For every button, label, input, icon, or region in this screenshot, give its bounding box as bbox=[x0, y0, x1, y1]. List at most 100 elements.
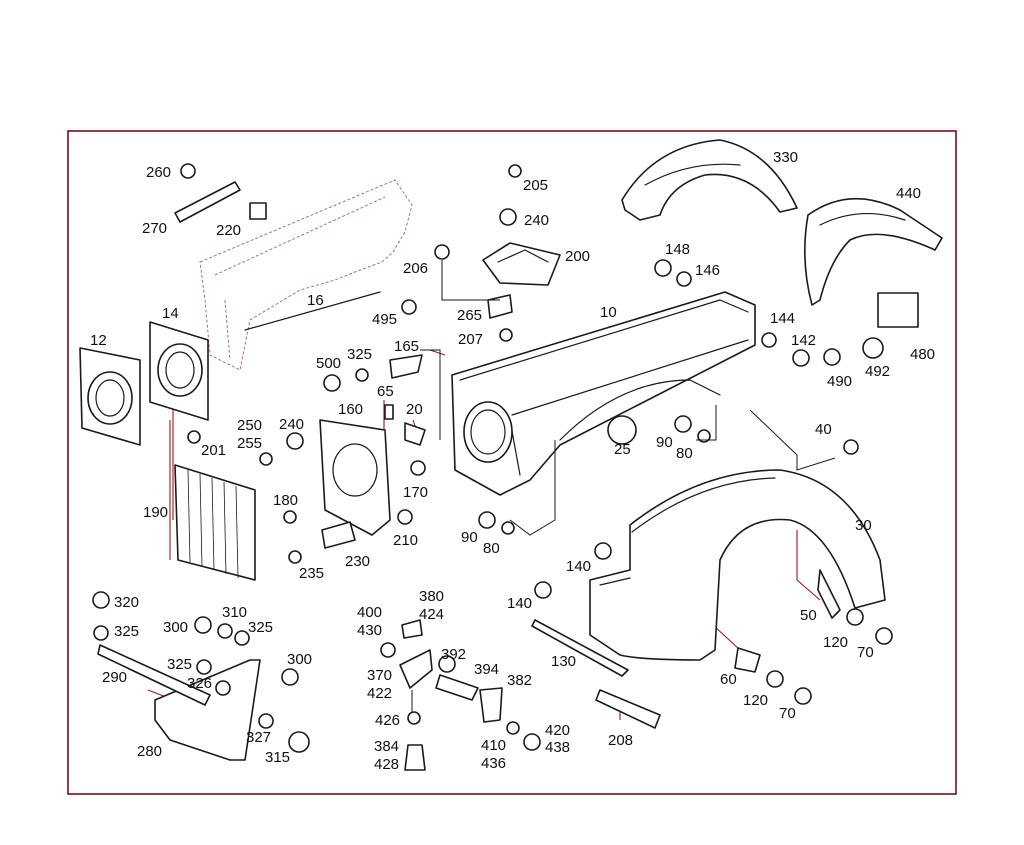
callout-382: 382 bbox=[507, 672, 532, 689]
part-420-nut bbox=[523, 733, 541, 751]
callout-424: 424 bbox=[419, 606, 444, 623]
callout-25: 25 bbox=[614, 441, 631, 458]
callout-240-b: 240 bbox=[279, 416, 304, 433]
callout-400: 400 bbox=[357, 604, 382, 621]
callout-142: 142 bbox=[791, 332, 816, 349]
callout-300-b: 300 bbox=[287, 651, 312, 668]
callout-230: 230 bbox=[345, 553, 370, 570]
bracket-assembly bbox=[399, 649, 503, 723]
part-210-clip bbox=[397, 509, 413, 525]
part-60-bracket bbox=[734, 647, 761, 673]
callout-170: 170 bbox=[403, 484, 428, 501]
callout-16: 16 bbox=[307, 292, 324, 309]
callout-255: 255 bbox=[237, 435, 262, 452]
part-14-lamp-housing bbox=[149, 321, 209, 421]
part-270-strip bbox=[174, 181, 241, 223]
callout-235: 235 bbox=[299, 565, 324, 582]
part-280-mudflap bbox=[154, 659, 261, 761]
callout-146: 146 bbox=[695, 262, 720, 279]
callout-80-b: 80 bbox=[483, 540, 500, 557]
part-220-clip bbox=[249, 202, 267, 220]
callout-70-a: 70 bbox=[857, 644, 874, 661]
part-325-washer-c bbox=[234, 630, 250, 646]
callout-480: 480 bbox=[910, 346, 935, 363]
callout-325-c: 325 bbox=[248, 619, 273, 636]
callout-210: 210 bbox=[393, 532, 418, 549]
part-170-clip bbox=[410, 460, 426, 476]
part-426-washer bbox=[407, 711, 421, 725]
callout-10: 10 bbox=[600, 304, 617, 321]
part-440-rear-housing bbox=[804, 197, 943, 306]
part-490-bolt bbox=[823, 348, 841, 366]
callout-500: 500 bbox=[316, 355, 341, 372]
callout-436: 436 bbox=[481, 755, 506, 772]
callout-190: 190 bbox=[143, 504, 168, 521]
callout-300-a: 300 bbox=[163, 619, 188, 636]
part-326-nut bbox=[215, 680, 231, 696]
callout-240-a: 240 bbox=[524, 212, 549, 229]
callout-50: 50 bbox=[800, 607, 817, 624]
callout-325-d: 325 bbox=[167, 656, 192, 673]
part-12-lamp-housing bbox=[79, 347, 141, 446]
part-480-clip bbox=[877, 292, 919, 328]
part-10-fender bbox=[451, 291, 756, 496]
callout-40: 40 bbox=[815, 421, 832, 438]
part-325-washer-d bbox=[196, 659, 212, 675]
callout-380: 380 bbox=[419, 588, 444, 605]
part-492-bushing bbox=[862, 337, 884, 359]
callout-180: 180 bbox=[273, 492, 298, 509]
callout-30: 30 bbox=[855, 517, 872, 534]
callout-160: 160 bbox=[338, 401, 363, 418]
callout-12: 12 bbox=[90, 332, 107, 349]
part-65-clip bbox=[384, 404, 394, 420]
callout-325-a: 325 bbox=[347, 346, 372, 363]
part-40-clip bbox=[843, 439, 859, 455]
part-180-screw bbox=[283, 510, 297, 524]
part-165-clip bbox=[389, 354, 423, 379]
part-80-washer-a bbox=[697, 429, 711, 443]
part-392-bushing bbox=[438, 655, 456, 673]
part-370-bolt bbox=[380, 642, 396, 658]
part-265-clip bbox=[487, 294, 513, 319]
callout-165: 165 bbox=[394, 338, 419, 355]
part-330-inner-housing bbox=[621, 139, 798, 221]
callout-144: 144 bbox=[770, 310, 795, 327]
callout-250: 250 bbox=[237, 417, 262, 434]
part-205-screw bbox=[508, 164, 522, 178]
callout-140-a: 140 bbox=[566, 558, 591, 575]
callout-207: 207 bbox=[458, 331, 483, 348]
callout-265: 265 bbox=[457, 307, 482, 324]
callout-20: 20 bbox=[406, 401, 423, 418]
callout-394: 394 bbox=[474, 661, 499, 678]
callout-208: 208 bbox=[608, 732, 633, 749]
leader-lines bbox=[411, 260, 836, 712]
callout-495: 495 bbox=[372, 311, 397, 328]
callout-270: 270 bbox=[142, 220, 167, 237]
callout-201: 201 bbox=[201, 442, 226, 459]
part-120-washer-a bbox=[846, 608, 864, 626]
part-90-nut-a bbox=[674, 415, 692, 433]
part-235-screw bbox=[288, 550, 302, 564]
callout-70-b: 70 bbox=[779, 705, 796, 722]
callout-206: 206 bbox=[403, 260, 428, 277]
part-206-screw bbox=[434, 244, 450, 260]
callout-426: 426 bbox=[375, 712, 400, 729]
part-70-bolt-b bbox=[794, 687, 812, 705]
part-290-rail bbox=[97, 644, 211, 706]
part-50-bracket bbox=[817, 569, 841, 619]
part-240-clip-b bbox=[286, 432, 304, 450]
callout-438: 438 bbox=[545, 739, 570, 756]
callout-90-a: 90 bbox=[656, 434, 673, 451]
callout-392: 392 bbox=[441, 646, 466, 663]
callout-310: 310 bbox=[222, 604, 247, 621]
part-495-clip bbox=[401, 299, 417, 315]
callout-labels: 10 12 14 16 20 25 30 40 50 60 65 70 70 8… bbox=[90, 149, 935, 773]
callout-327: 327 bbox=[246, 729, 271, 746]
part-310-nut bbox=[217, 623, 233, 639]
callout-220: 220 bbox=[216, 222, 241, 239]
part-140-bolt-b bbox=[534, 581, 552, 599]
callout-370: 370 bbox=[367, 667, 392, 684]
callout-428: 428 bbox=[374, 756, 399, 773]
callout-290: 290 bbox=[102, 669, 127, 686]
